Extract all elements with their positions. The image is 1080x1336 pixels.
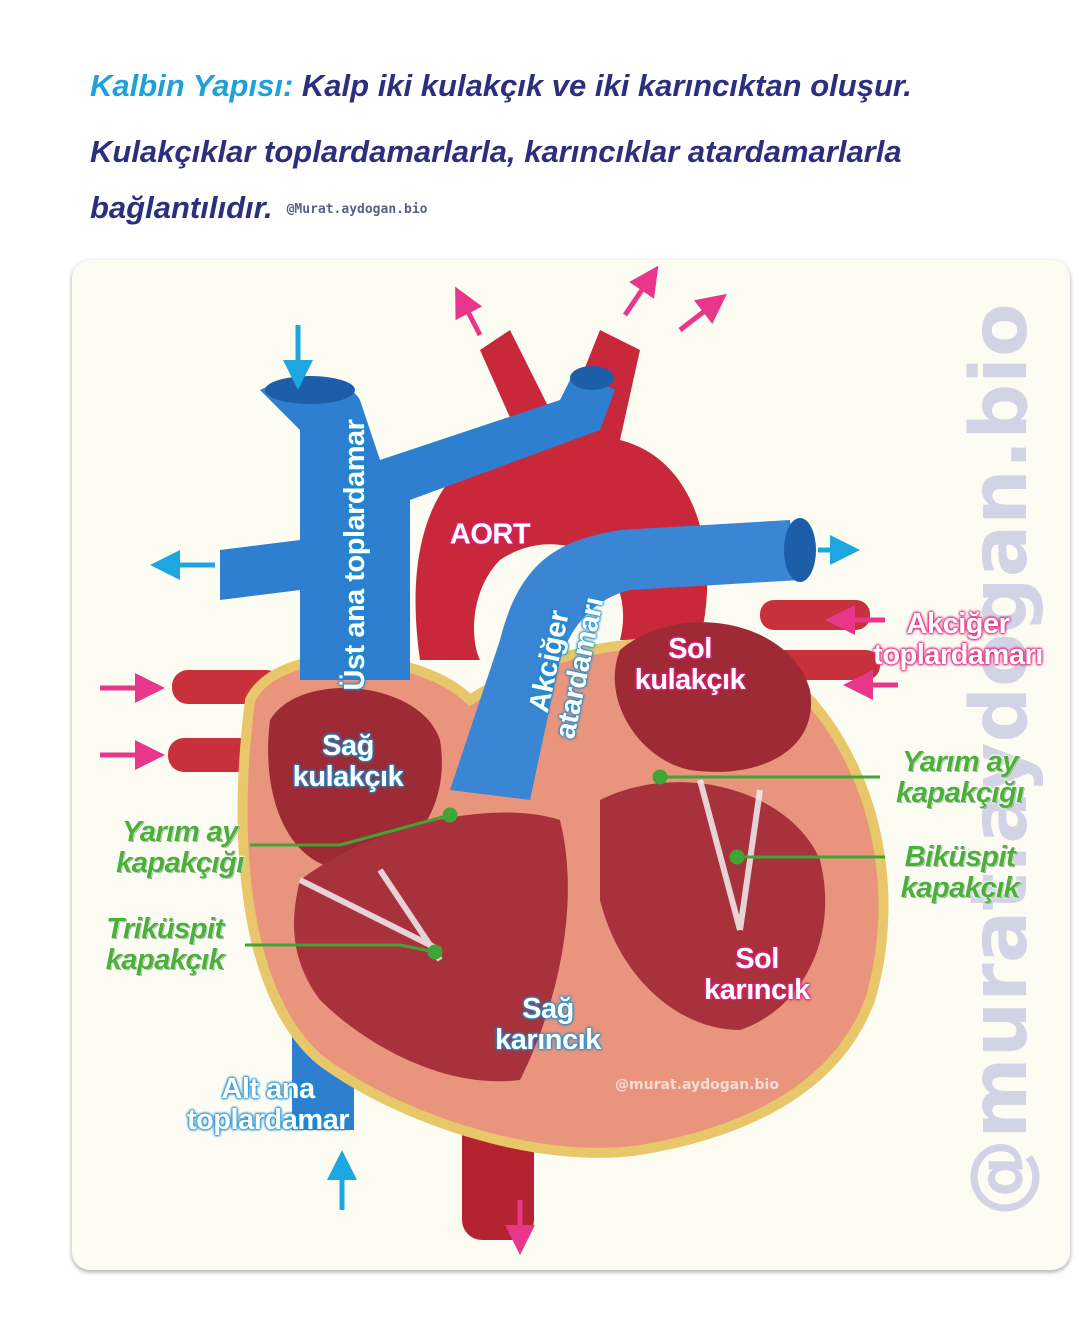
flow-arrows-pink	[100, 265, 898, 1255]
pulmonary-artery	[450, 520, 800, 800]
inner-watermark: @murat.aydogan.bio	[615, 1077, 779, 1093]
heart-illustration	[100, 265, 898, 1255]
flow-arrows-blue	[150, 325, 860, 1210]
label-ust-ana-toplardamar: Üst ana toplardamar	[339, 419, 371, 691]
superior-vena-cava	[220, 370, 615, 680]
label-sag-karincik: Sağ karıncık	[495, 993, 601, 1056]
label-alt-ana-toplardamar: Alt ana toplardamar	[186, 1073, 350, 1136]
left-ventricle	[600, 782, 826, 1030]
label-akciger-toplardamari: Akciğer toplardamarı	[873, 608, 1043, 671]
diagram-card: @murat.aydogan.bio	[72, 260, 1070, 1270]
header-line-2: Kulakçıklar toplardamarlarla, karıncıkla…	[90, 134, 902, 169]
label-yarim-ay-right: Yarım ay kapakçığı	[896, 746, 1024, 809]
label-sol-karincik: Sol karıncık	[704, 943, 810, 1006]
header-text-3: bağlantılıdır.	[90, 190, 273, 225]
label-trikuspit: Triküspit kapakçık	[105, 913, 225, 976]
title-accent: Kalbin Yapısı:	[90, 68, 294, 103]
label-yarim-ay-left: Yarım ay kapakçığı	[116, 816, 244, 879]
left-atrium	[614, 622, 812, 772]
label-sol-kulakcik: Sol kulakçık	[634, 633, 746, 696]
label-aort: AORT	[449, 518, 531, 551]
leader-lines	[245, 769, 885, 960]
label-sag-kulakcik: Sağ kulakçık	[292, 730, 404, 793]
header-text-1: Kalp iki kulakçık ve iki karıncıktan olu…	[301, 68, 912, 103]
header-credit: @Murat.aydogan.bio	[286, 202, 428, 218]
label-bikuspit: Biküspit kapakçık	[900, 841, 1020, 904]
header-line-1: Kalbin Yapısı: Kalp iki kulakçık ve iki …	[90, 68, 912, 104]
header-line-3: bağlantılıdır. @Murat.aydogan.bio	[90, 190, 427, 226]
right-atrium	[268, 687, 442, 870]
chordae	[298, 779, 763, 962]
